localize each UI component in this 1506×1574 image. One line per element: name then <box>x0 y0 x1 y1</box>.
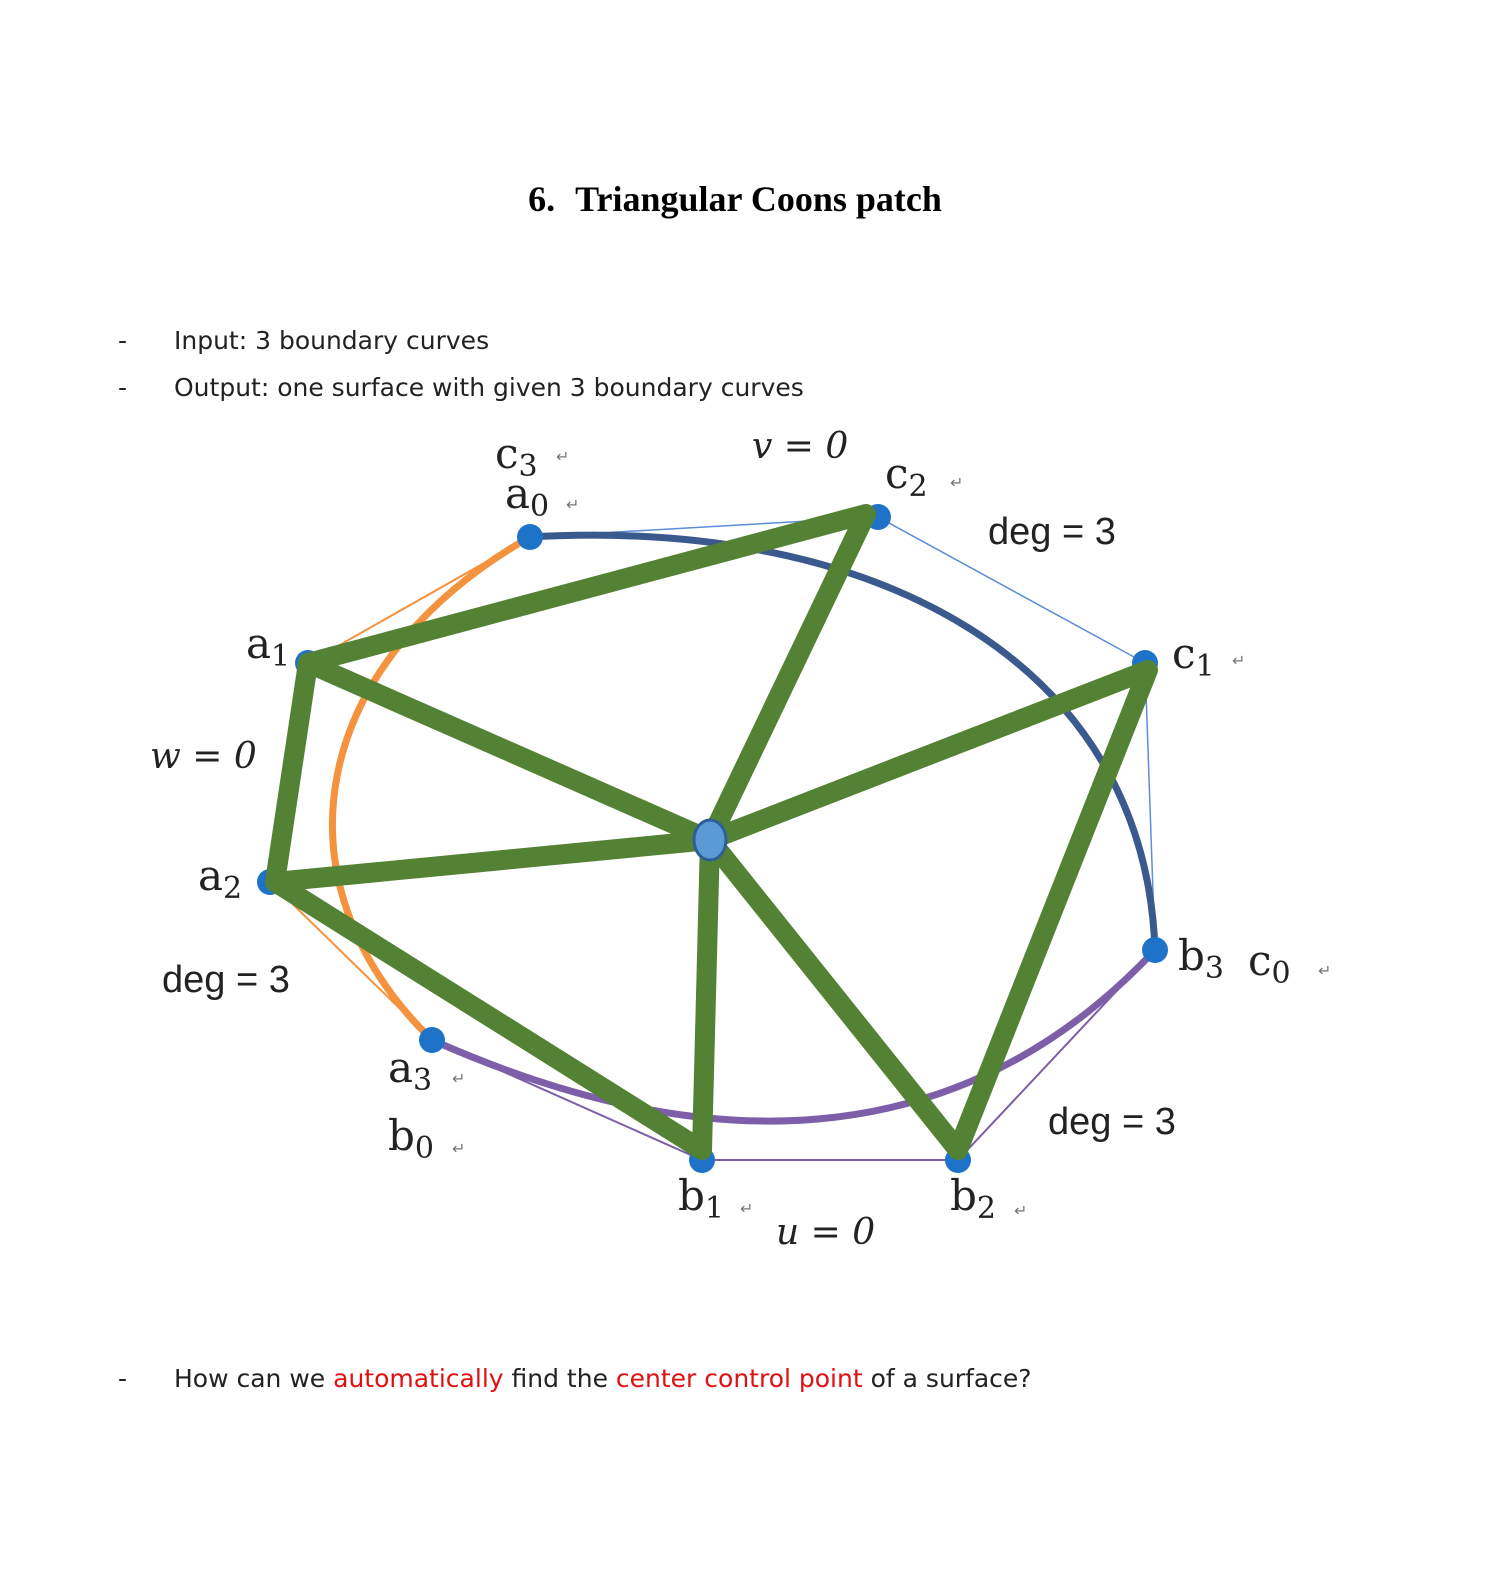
bullet-output: - Output: one surface with given 3 bounda… <box>118 373 804 402</box>
label-c1: c1 <box>1172 629 1215 684</box>
question-part2: find the <box>503 1364 616 1393</box>
question-part1: How can we <box>174 1364 334 1393</box>
boundary-curve-b <box>430 947 1158 1125</box>
boundary-curve-a <box>329 533 532 1043</box>
label-b1-sub: 1 <box>705 1191 724 1226</box>
return-mark: ↵ <box>950 473 963 492</box>
label-c2: c2 <box>885 449 928 504</box>
question-highlight-center-point: center control point <box>615 1364 863 1393</box>
point-a0 <box>517 524 543 550</box>
return-mark: ↵ <box>1318 961 1331 980</box>
label-a1: a1 <box>246 619 290 674</box>
label-b3: b3 <box>1178 931 1224 986</box>
return-mark: ↵ <box>452 1069 465 1088</box>
triangle-mesh <box>265 504 1158 1160</box>
bullet-dash: - <box>118 1364 128 1393</box>
label-c3-sub: 3 <box>519 449 538 484</box>
control-polygon-b <box>431 949 1156 1161</box>
label-a1-sub: 1 <box>271 639 290 674</box>
return-mark: ↵ <box>566 495 579 514</box>
label-b2-sub: 2 <box>977 1191 996 1226</box>
bullet-dash: - <box>118 326 128 355</box>
question-part3: of a surface? <box>862 1364 1032 1393</box>
bullet-input-text: Input: 3 boundary curves <box>174 326 490 355</box>
label-c1-sub: 1 <box>1196 649 1215 684</box>
bullet-dash: - <box>118 373 128 402</box>
return-marks: ↵ ↵ ↵ ↵ ↵ ↵ ↵ ↵ ↵ <box>452 447 1331 1220</box>
bullet-input: - Input: 3 boundary curves <box>118 326 489 355</box>
label-a0: a0 <box>505 469 549 524</box>
degree-labels: deg = 3 deg = 3 deg = 3 <box>162 511 1176 1143</box>
label-b1: b1 <box>678 1171 724 1226</box>
label-a3: a3 <box>388 1043 432 1098</box>
question-highlight-automatically: automatically <box>333 1364 504 1393</box>
label-c0-sub: 0 <box>1272 956 1291 991</box>
label-a0-sub: 0 <box>530 489 549 524</box>
label-a3-sub: 3 <box>413 1063 432 1098</box>
label-deg-left: deg = 3 <box>162 959 290 1001</box>
boundary-curve-c <box>529 531 1159 951</box>
bullet-output-text: Output: one surface with given 3 boundar… <box>174 373 804 402</box>
label-deg-top: deg = 3 <box>988 511 1116 553</box>
label-c3: c3 <box>495 429 538 484</box>
label-u0: u = 0 <box>776 1212 875 1253</box>
mesh-outer <box>265 504 1158 1160</box>
return-mark: ↵ <box>740 1199 753 1218</box>
label-a2-sub: 2 <box>223 871 242 906</box>
question-line: - How can we automatically find the cente… <box>118 1364 1032 1393</box>
point-b3 <box>1142 937 1168 963</box>
mesh-edge-a2-center <box>265 830 720 892</box>
label-b0: b0 <box>388 1111 434 1166</box>
parameter-labels: v = 0 w = 0 u = 0 <box>150 426 875 1253</box>
label-c2-sub: 2 <box>909 469 928 504</box>
label-w0: w = 0 <box>150 736 257 777</box>
mesh-edge-a1-center <box>298 653 720 850</box>
return-mark: ↵ <box>1014 1201 1027 1220</box>
title-text: Triangular Coons patch <box>575 179 942 219</box>
return-mark: ↵ <box>556 447 569 466</box>
label-v0: v = 0 <box>752 426 848 467</box>
label-b0-sub: 0 <box>415 1131 434 1166</box>
center-control-point <box>692 818 728 862</box>
return-mark: ↵ <box>452 1139 465 1158</box>
label-deg-right: deg = 3 <box>1048 1101 1176 1143</box>
page-title: 6. Triangular Coons patch <box>0 178 1470 220</box>
label-b3-sub: 3 <box>1205 951 1224 986</box>
label-a2: a2 <box>198 851 242 906</box>
return-mark: ↵ <box>1232 651 1245 670</box>
title-number: 6. <box>528 179 556 219</box>
point-a3 <box>419 1027 445 1053</box>
label-b2: b2 <box>950 1171 996 1226</box>
figure-labels: c3 a0 c2 a1 c1 a2 b3 c0 a3 b0 b1 b2 <box>198 429 1291 1226</box>
label-c0: c0 <box>1248 936 1291 991</box>
control-polygon-c <box>529 516 1156 951</box>
